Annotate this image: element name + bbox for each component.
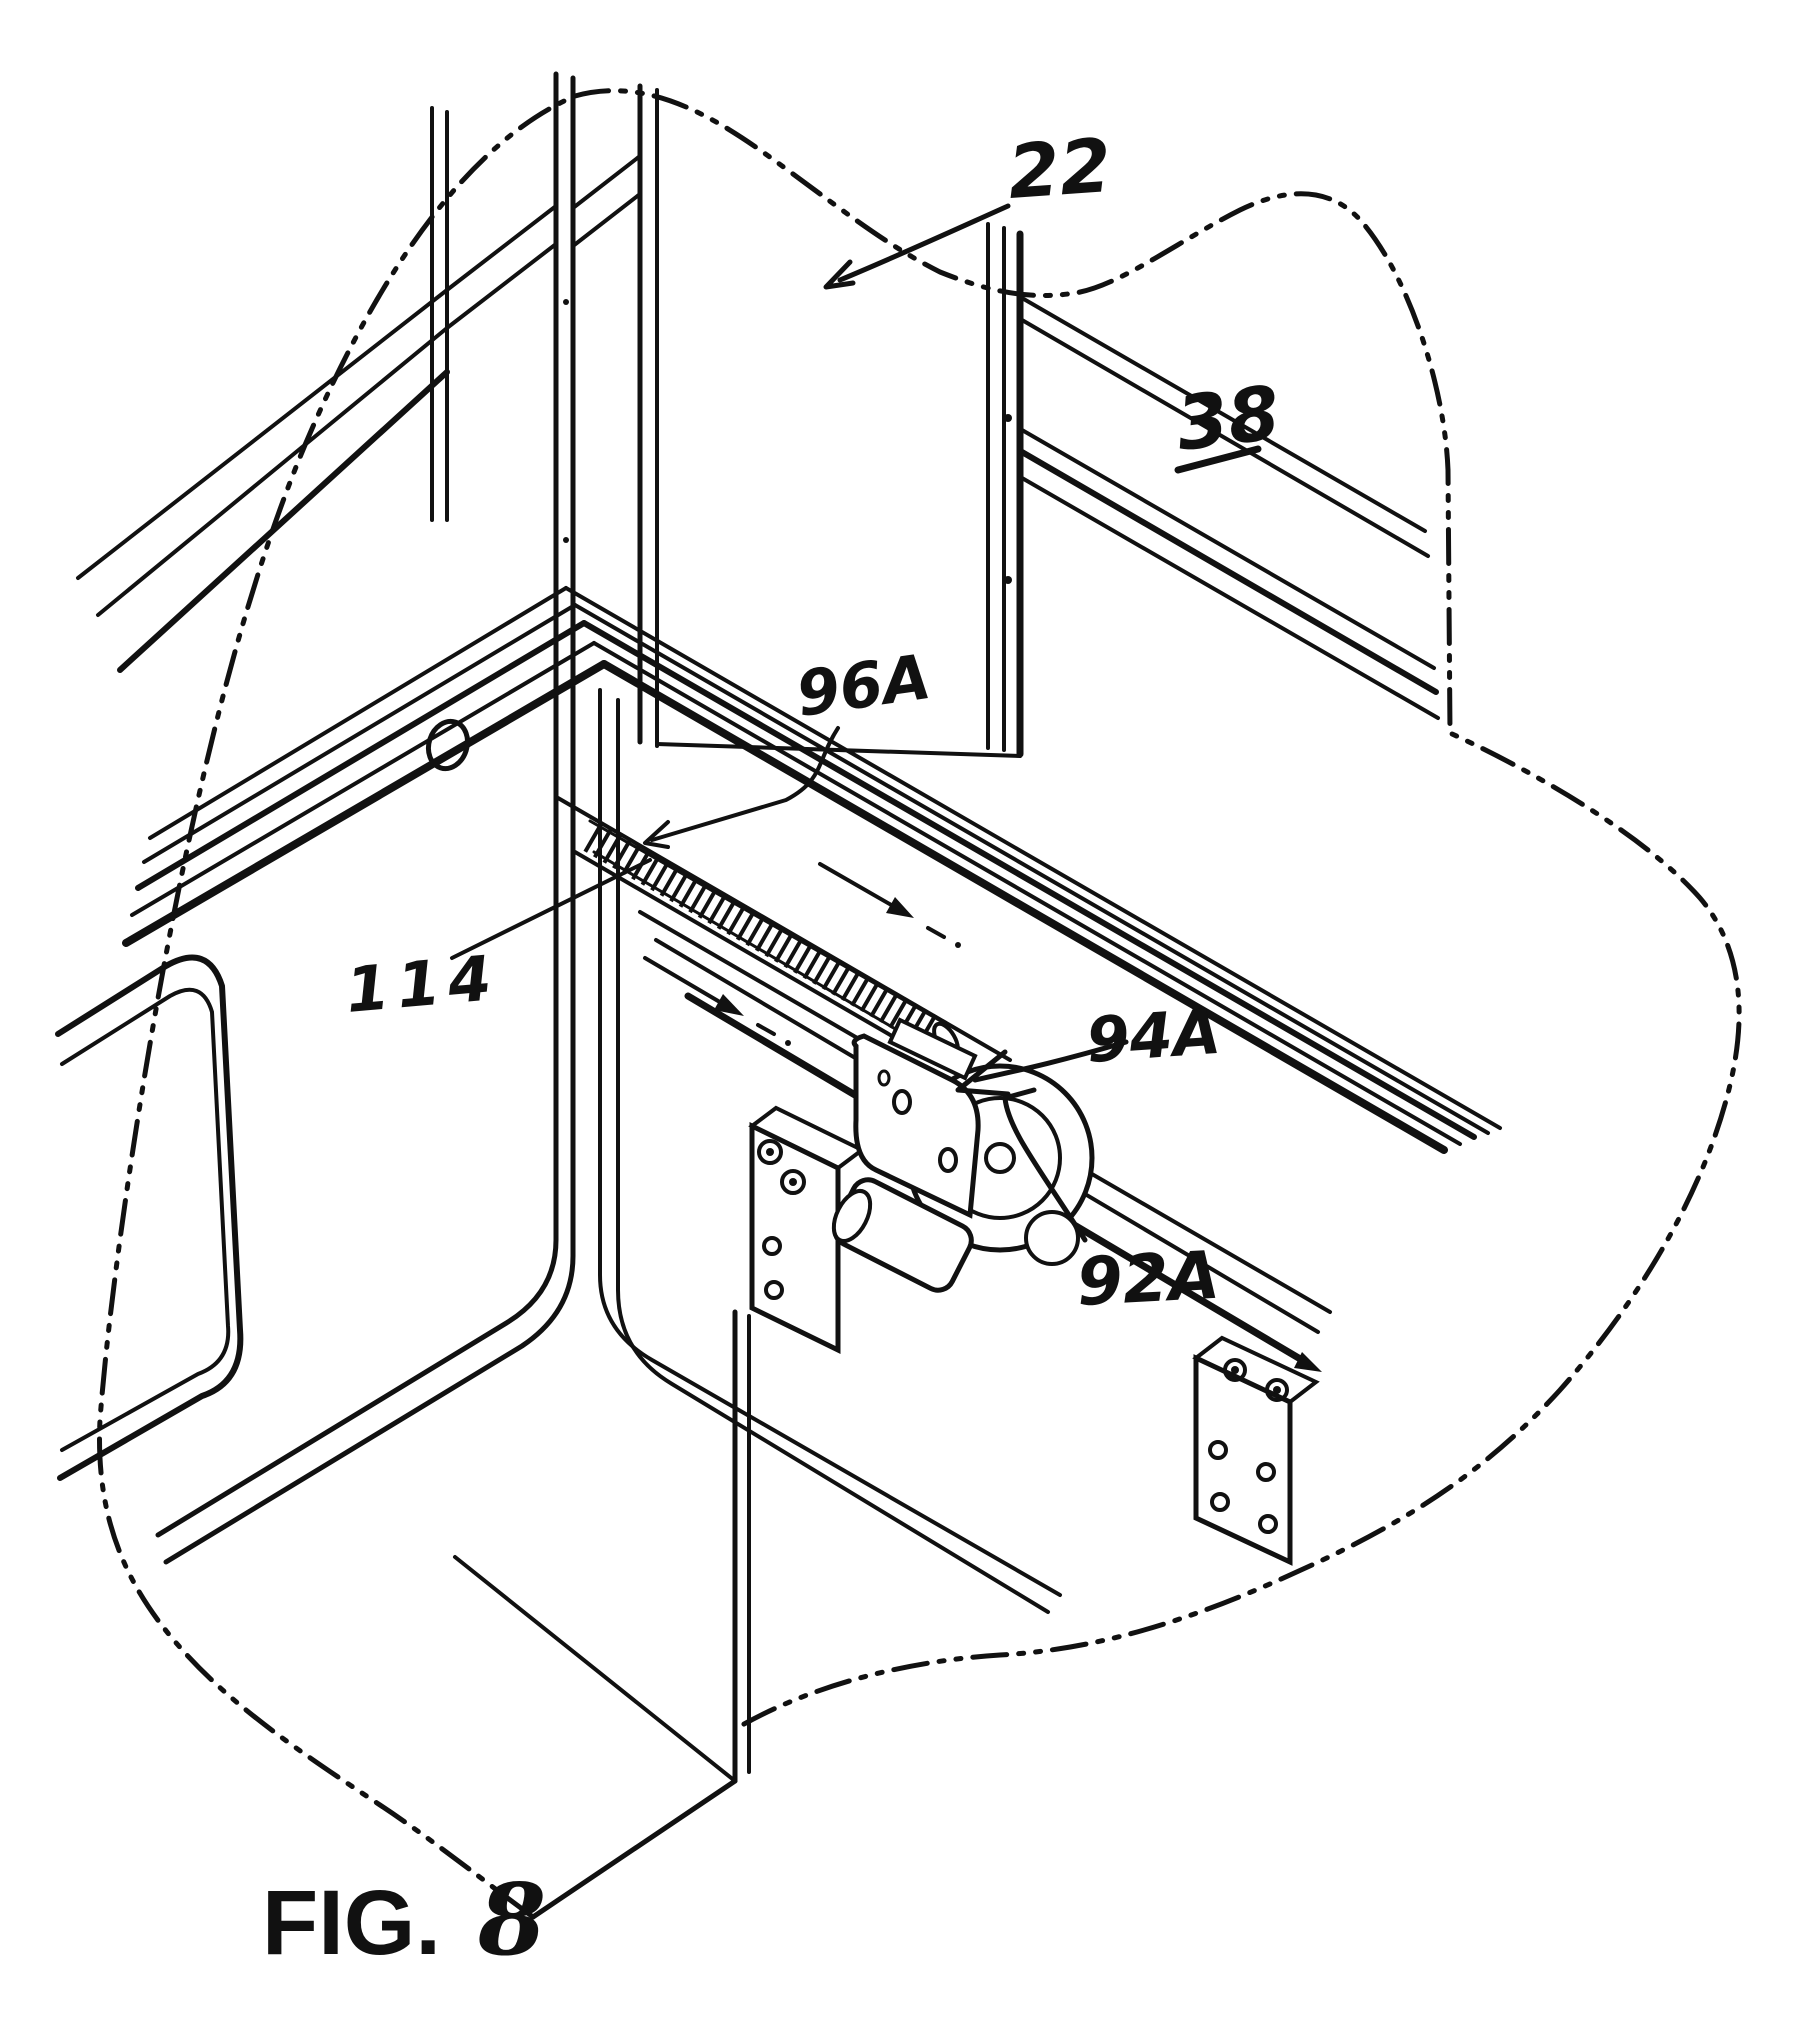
ref-22-label: 22 <box>1005 123 1114 216</box>
ref-96a-label: 96A <box>792 640 935 731</box>
ref-92a-label: 92A <box>1075 1237 1222 1321</box>
slide-out-room-wall-22 <box>637 83 1024 758</box>
drive-assembly-92a <box>831 1017 1095 1293</box>
figure-caption: FIG. 8 <box>262 1863 546 1978</box>
floor-slab <box>453 688 1062 1920</box>
main-wall-38 <box>1019 296 1440 720</box>
wall-marker-hole <box>425 718 471 772</box>
ref-38: 38 <box>1172 370 1285 474</box>
break-line-boundary <box>97 88 1742 1920</box>
ref-114: 114 <box>343 858 652 1027</box>
ref-92a: 92A <box>1002 1087 1222 1321</box>
ref-94a-label: 94A <box>1084 995 1223 1077</box>
ref-94a: 94A <box>955 995 1223 1097</box>
figure-caption-prefix: FIG. <box>262 1872 441 1974</box>
figure-caption-number: 8 <box>477 1863 546 1978</box>
ref-114-label: 114 <box>343 941 502 1027</box>
ref-38-label: 38 <box>1172 370 1285 468</box>
extension-direction-arrows <box>643 862 961 1046</box>
window-frame <box>55 954 244 1481</box>
mounting-bracket-near <box>748 1105 866 1355</box>
left-sidewall <box>55 71 642 1565</box>
ref-22: 22 <box>823 123 1114 290</box>
mounting-bracket-far <box>1192 1335 1320 1566</box>
